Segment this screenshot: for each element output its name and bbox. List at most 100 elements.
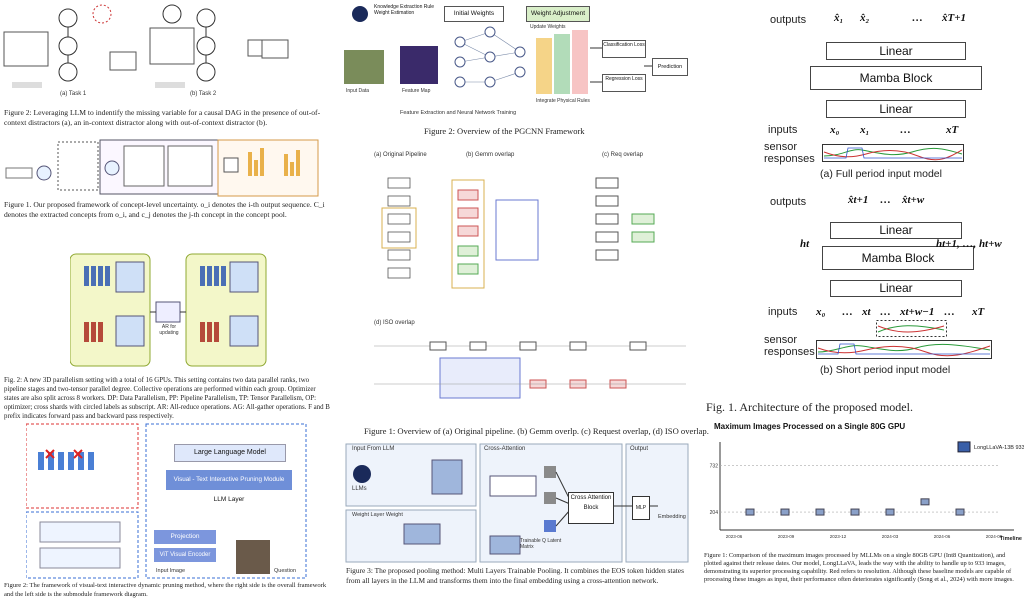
in-b-1: …: [842, 306, 853, 318]
sensor-plot-a: [822, 144, 964, 162]
responses-label-b: responses: [764, 346, 815, 358]
y-tick-label: 732: [710, 464, 719, 470]
fig-pgcnn-caption: Figure 2: Overview of the PGCNN Framewor…: [424, 126, 585, 136]
fig-ssp: AR for updating: [69, 252, 270, 368]
inputs-label-b: inputs: [768, 306, 798, 318]
input-data-label: Input Data: [346, 88, 370, 94]
trainable-q-label: Trainable Q Latent Matrix: [520, 538, 562, 550]
integrate-rules-label: Integrate Physical Rules: [536, 98, 590, 104]
vit-encoder-box: ViT Visual Encoder: [154, 548, 216, 562]
x-tick-label: 2023-09: [778, 534, 795, 539]
h-left: ht: [800, 238, 810, 250]
sub-b-label: (b) Gemm overlap: [466, 152, 515, 158]
mamba-block-a: Mamba Block: [810, 66, 982, 90]
out-b-2: x̂t+w: [902, 194, 925, 206]
responses-label-a: responses: [764, 153, 815, 165]
chart-caption: Figure 1: Comparison of the maximum imag…: [704, 552, 1014, 583]
inputs-label-a: inputs: [768, 124, 798, 136]
llms-label: LLMs: [352, 486, 367, 492]
x-tick-label: 2024-09: [986, 534, 1003, 539]
linear-bottom-b: Linear: [830, 280, 962, 297]
embedding-label: Embedding: [658, 514, 686, 520]
subcap-b: (b) Task 2: [190, 91, 217, 97]
in-b-4: xt+w−1: [900, 306, 935, 318]
outputs-label-a: outputs: [770, 14, 807, 26]
data-point-other: [885, 508, 895, 516]
in-b-6: xT: [972, 306, 985, 318]
in-b-2: xt: [862, 306, 871, 318]
update-weights-label: Update Weights: [530, 24, 566, 30]
subcap-mamba-b: (b) Short period input model: [820, 364, 951, 376]
fig-mamba: outputs x̂₁ x̂₂ … x̂T+1 Linear Mamba Blo…: [700, 0, 1024, 420]
fig-pool-caption: Figure 3: The proposed pooling method: M…: [346, 566, 684, 585]
fig-chart: Maximum Images Processed on a Single 80G…: [700, 420, 1024, 552]
initial-weights-box: Initial Weights: [444, 6, 504, 22]
fig-dag: (a) Task 1 (b) Task 2: [0, 0, 330, 108]
longllava-label: LongLLaVA-13B 933: [974, 445, 1024, 451]
data-point-other: [780, 508, 790, 516]
linear-top-a: Linear: [826, 42, 966, 60]
pruning-module-box: Visual - Text Interactive Pruning Module: [166, 470, 292, 490]
input-llm-label: Input From LLM: [352, 446, 395, 452]
out-a-0: x̂₁: [834, 12, 844, 24]
data-point-other: [815, 508, 825, 516]
subcap-mamba-a: (a) Full period input model: [820, 168, 942, 180]
in-b-0: x₀: [816, 306, 826, 318]
out-b-0: x̂t+1: [848, 194, 869, 206]
sensor-label-a: sensor: [764, 141, 798, 153]
fig-prune: Large Language Model Visual - Text Inter…: [26, 422, 308, 580]
subcap-a: (a) Task 1: [60, 91, 87, 97]
weight-adjustment-box: Weight Adjustment: [526, 6, 590, 22]
in-b-3: …: [880, 306, 891, 318]
fig-overlap-caption: Figure 1: Overview of (a) Original pipel…: [364, 426, 709, 436]
sub-d-label: (d) ISO overlap: [374, 320, 415, 326]
fig-concept: [0, 138, 330, 198]
llm-rule-label: Knowledge Extraction Rule Weight Estimat…: [374, 4, 435, 16]
llm-box: Large Language Model: [174, 444, 286, 462]
in-a-0: x₀: [830, 124, 840, 136]
classification-loss-box: Classification Loss: [602, 40, 646, 58]
data-point-other: [920, 498, 930, 506]
in-a-2: …: [900, 124, 911, 136]
cross-attention-block: Cross Attention Block: [568, 492, 614, 524]
y-tick-label: 204: [710, 510, 719, 516]
sensor-plot-b: [816, 320, 992, 359]
data-point-other: [745, 508, 755, 516]
mamba-block-b: Mamba Block: [822, 246, 974, 270]
linear-bottom-a: Linear: [826, 100, 966, 118]
fig-pool: Input From LLM Cross-Attention Output LL…: [344, 440, 690, 564]
out-a-1: x̂₂: [860, 12, 870, 24]
mamba-caption: Fig. 1. Architecture of the proposed mod…: [706, 400, 913, 414]
data-point-other: [850, 508, 860, 516]
fig-ssp-caption: Fig. 2: A new 3D parallelism setting wit…: [4, 377, 330, 421]
prediction-box: Prediction: [652, 58, 688, 76]
in-a-3: xT: [946, 124, 959, 136]
x-tick-label: 2023-12: [830, 534, 847, 539]
sub-c-label: (c) Req overlap: [602, 152, 644, 158]
weight-label: Weight Layer Weight: [352, 512, 403, 518]
regression-loss-box: Regression Loss: [602, 74, 646, 92]
cross-attn-label: Cross-Attention: [484, 446, 526, 452]
out-a-2: …: [912, 12, 923, 24]
x-axis-label: Timeline: [1000, 536, 1022, 542]
chart-title: Maximum Images Processed on a Single 80G…: [714, 422, 906, 431]
data-point-longllava: [957, 441, 971, 453]
x-tick-label: 2024-06: [934, 534, 951, 539]
projection-box: Projection: [154, 530, 216, 544]
out-b-1: …: [880, 194, 891, 206]
data-point-other: [955, 508, 965, 516]
fig-dag-caption: Figure 2: Leveraging LLM to indentify th…: [4, 108, 321, 128]
training-label: Feature Extraction and Neural Network Tr…: [400, 110, 517, 116]
h-right: ht+1, …, ht+w: [936, 238, 1002, 250]
fig-pgcnn: Knowledge Extraction Rule Weight Estimat…: [340, 2, 690, 120]
in-b-5: …: [944, 306, 955, 318]
outputs-label-b: outputs: [770, 196, 807, 208]
out-a-3: x̂T+1: [942, 12, 966, 24]
linear-top-b: Linear: [830, 222, 962, 239]
x-tick-label: 2023-06: [726, 534, 743, 539]
sensor-label-b: sensor: [764, 334, 798, 346]
mlp-box: MLP: [632, 496, 650, 520]
sub-a-label: (a) Original Pipeline: [374, 152, 427, 158]
llm-layer-label: LLM Layer: [213, 496, 245, 503]
